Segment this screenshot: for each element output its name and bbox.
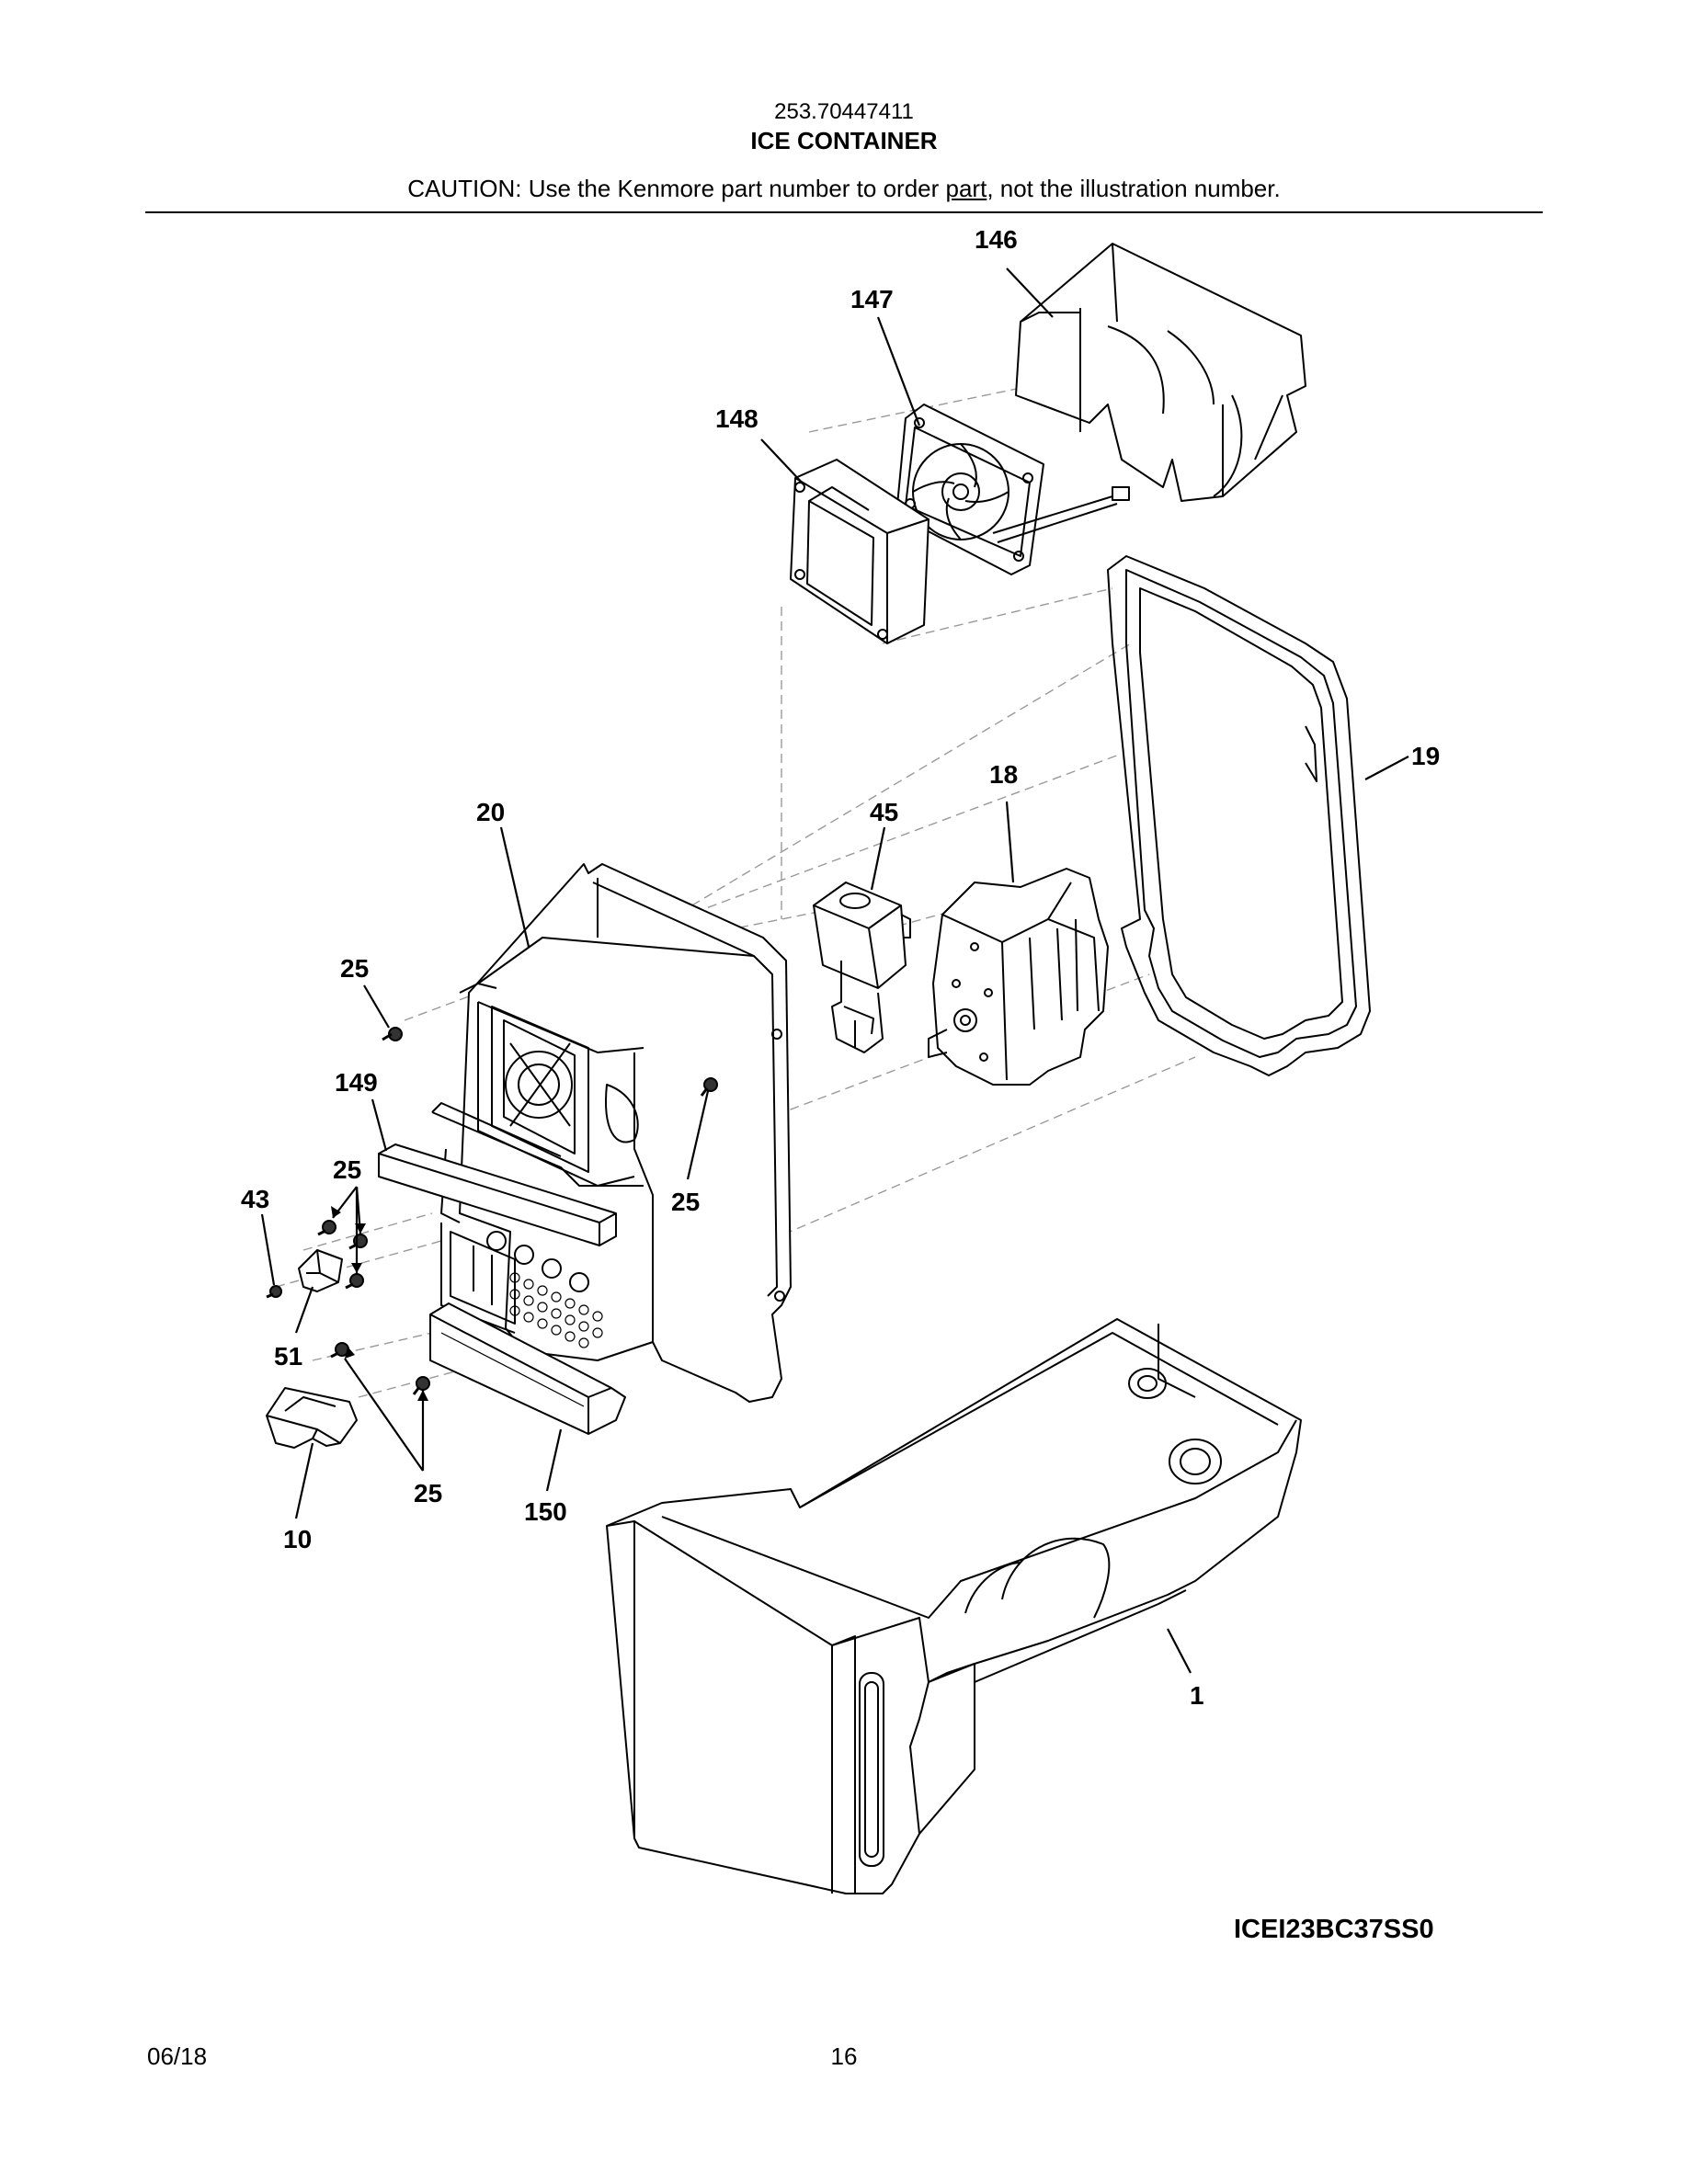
clip-part xyxy=(298,1249,343,1292)
callout-18: 18 xyxy=(989,760,1018,789)
callout-149: 149 xyxy=(335,1068,378,1097)
solenoid-valve-part xyxy=(813,882,911,1053)
callout-25: 25 xyxy=(671,1188,700,1216)
air-duct-part xyxy=(1015,243,1306,502)
caution-note: CAUTION: Use the Kenmore part number to … xyxy=(0,175,1688,203)
callout-51: 51 xyxy=(274,1342,302,1371)
caution-text: CAUTION: Use the Kenmore part number to … xyxy=(407,175,946,202)
ice-bucket-part xyxy=(606,1318,1302,1894)
leader-arrowheads xyxy=(331,1206,428,1401)
callout-150: 150 xyxy=(524,1497,567,1526)
ice-maker-housing-part xyxy=(431,863,792,1403)
fan-part xyxy=(895,404,1130,575)
callout-labels: 146 147 148 18 19 20 45 25 149 25 25 43 … xyxy=(241,225,1440,1710)
caution-part-link[interactable]: part xyxy=(945,175,987,202)
screw-parts xyxy=(266,1027,718,1395)
diagram-reference-code: ICEI23BC37SS0 xyxy=(1234,1915,1434,1944)
page-number: 16 xyxy=(830,2042,858,2070)
caution-text-end: , not the illustration number. xyxy=(987,175,1281,202)
page-title: ICE CONTAINER xyxy=(750,127,938,154)
callout-leader-lines xyxy=(260,267,1409,1674)
hinge-bracket-part xyxy=(266,1387,358,1449)
callout-1: 1 xyxy=(1190,1681,1204,1710)
bottom-trim-part xyxy=(429,1302,626,1435)
door-gasket-part xyxy=(1107,555,1371,1076)
callout-146: 146 xyxy=(975,225,1018,254)
callout-25: 25 xyxy=(333,1155,361,1184)
callout-147: 147 xyxy=(850,285,894,313)
revision-date: 06/18 xyxy=(147,2042,208,2070)
callout-148: 148 xyxy=(715,404,758,433)
model-number: 253.70447411 xyxy=(774,99,914,124)
header-divider xyxy=(145,211,1543,213)
callout-20: 20 xyxy=(476,798,505,826)
callout-10: 10 xyxy=(283,1525,312,1553)
trim-strip-part xyxy=(378,1143,617,1246)
fan-frame-part xyxy=(790,459,930,644)
callout-45: 45 xyxy=(870,798,898,826)
auger-motor-part xyxy=(928,868,1109,1086)
callout-25: 25 xyxy=(340,954,369,983)
callout-43: 43 xyxy=(241,1185,269,1213)
callout-25: 25 xyxy=(414,1479,442,1507)
callout-19: 19 xyxy=(1411,742,1440,770)
